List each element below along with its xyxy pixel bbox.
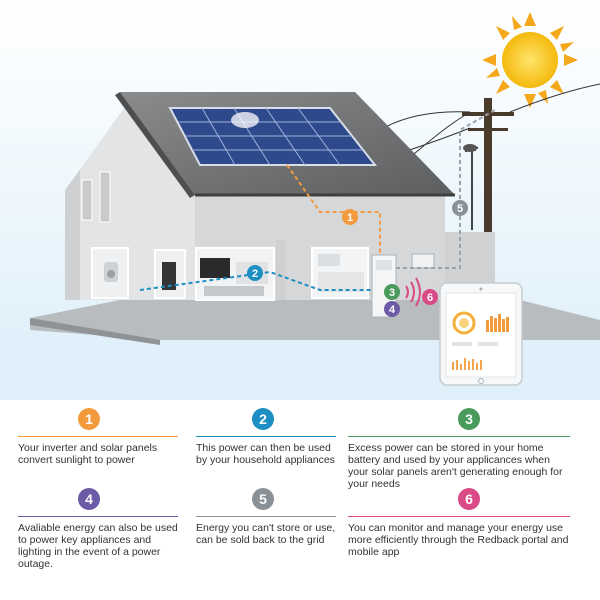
step-4-text: Avaliable energy can also be used to pow…: [18, 522, 178, 570]
step-3-divider: [348, 436, 570, 437]
step-2-divider: [196, 436, 336, 437]
step-3-number: 3: [458, 408, 480, 430]
wireless-signal-icon: [405, 277, 421, 307]
svg-text:4: 4: [389, 304, 396, 316]
step-1-number: 1: [78, 408, 100, 430]
marker-3: 3: [384, 284, 400, 300]
step-5-divider: [196, 516, 336, 517]
marker-1: 1: [342, 209, 358, 225]
step-3-text: Excess power can be stored in your home …: [348, 442, 563, 490]
household-flow-line: [139, 270, 372, 291]
svg-text:1: 1: [347, 212, 353, 224]
svg-text:2: 2: [252, 268, 258, 280]
step-5-number: 5: [252, 488, 274, 510]
step-6-number: 6: [458, 488, 480, 510]
sun-icon: [482, 12, 578, 108]
svg-text:5: 5: [457, 203, 463, 215]
marker-4: 4: [384, 301, 400, 317]
solar-panel-icon: [168, 107, 378, 166]
step-5-text: Energy you can't store or use, can be so…: [196, 522, 336, 546]
step-6-text: You can monitor and manage your energy u…: [348, 522, 569, 558]
solar-home-illustration: 1 2 3 4 5 6: [0, 0, 600, 400]
svg-text:3: 3: [389, 287, 395, 299]
step-6-divider: [348, 516, 570, 517]
marker-5: 5: [452, 200, 468, 216]
grid-flow-line: [396, 109, 496, 269]
tablet-icon: [439, 282, 523, 386]
marker-6: 6: [422, 289, 438, 305]
step-4-divider: [18, 516, 178, 517]
step-4-number: 4: [78, 488, 100, 510]
step-2-number: 2: [252, 408, 274, 430]
step-2-text: This power can then be used by your hous…: [196, 442, 335, 466]
step-1-text: Your inverter and solar panels convert s…: [18, 442, 158, 466]
marker-2: 2: [247, 265, 263, 281]
step-1-divider: [18, 436, 178, 437]
svg-text:6: 6: [427, 292, 433, 304]
